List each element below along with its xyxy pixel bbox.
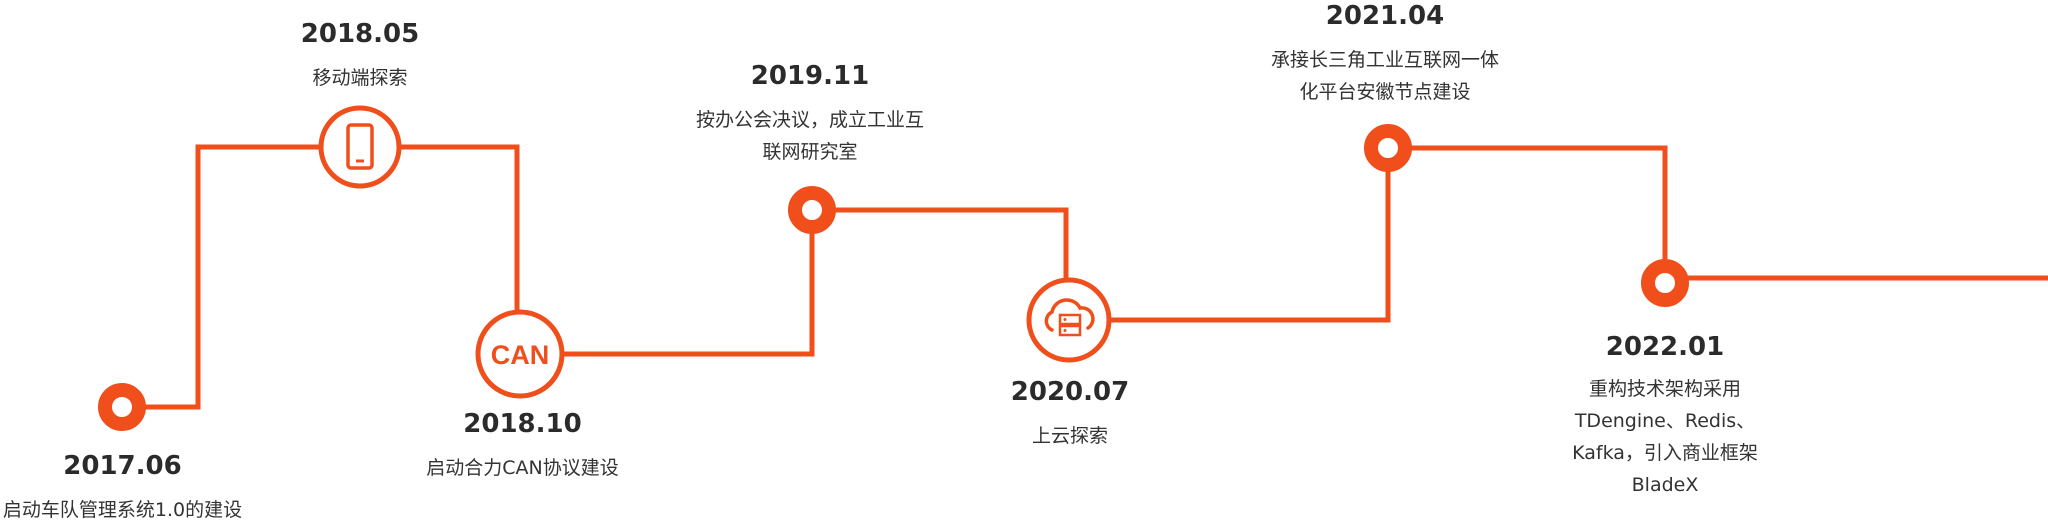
milestone-2017: 2017.06 启动车队管理系统1.0的建设: [0, 450, 265, 526]
milestone-desc: Kafka，引入商业框架: [1572, 442, 1758, 464]
milestone-desc: 启动车队管理系统1.0的建设: [2, 499, 243, 521]
milestone-year: 2018.10: [463, 409, 582, 439]
milestone-year: 2021.04: [1325, 1, 1445, 31]
milestone-desc: 联网研究室: [762, 141, 858, 163]
milestone-desc: 承接长三角工业互联网一体: [1270, 49, 1499, 71]
milestone-2020-07: 2020.07 上云探索: [930, 376, 1210, 452]
milestone-desc: TDengine、Redis、: [1574, 410, 1756, 432]
milestone-dot-2017: [98, 383, 146, 431]
milestone-desc: 按办公会决议，成立工业互: [695, 109, 924, 131]
milestone-dot-2022: [1641, 259, 1689, 307]
milestone-2021-04: 2021.04 承接长三角工业互联网一体 化平台安徽节点建设: [1240, 0, 1530, 108]
milestone-2019-11: 2019.11 按办公会决议，成立工业互 联网研究室: [670, 60, 950, 168]
milestone-year: 2019.11: [750, 61, 870, 91]
milestone-desc: 化平台安徽节点建设: [1299, 81, 1471, 103]
milestone-desc: BladeX: [1631, 474, 1699, 496]
milestone-dot-2019: [788, 186, 836, 234]
milestone-2018-10: 2018.10 启动合力CAN协议建设: [380, 408, 665, 484]
milestone-dot-2021: [1364, 124, 1412, 172]
milestone-2018-05: 2018.05 移动端探索: [220, 18, 500, 94]
milestone-2022-01: 2022.01 重构技术架构采用 TDengine、Redis、 Kafka，引…: [1525, 331, 1805, 501]
phone-icon: [318, 105, 402, 189]
milestone-desc: 重构技术架构采用: [1588, 378, 1741, 400]
milestone-year: 2018.05: [300, 19, 420, 49]
can-badge-icon: CAN: [475, 309, 565, 399]
cloud-server-icon: [1026, 277, 1112, 363]
milestone-year: 2022.01: [1605, 332, 1725, 362]
milestone-desc: 上云探索: [1031, 425, 1108, 447]
milestone-desc: 移动端探索: [312, 67, 408, 89]
can-badge-text: CAN: [491, 340, 550, 370]
milestone-desc: 启动合力CAN协议建设: [426, 457, 619, 479]
milestone-year: 2017.06: [63, 451, 182, 481]
milestone-year: 2020.07: [1010, 377, 1130, 407]
